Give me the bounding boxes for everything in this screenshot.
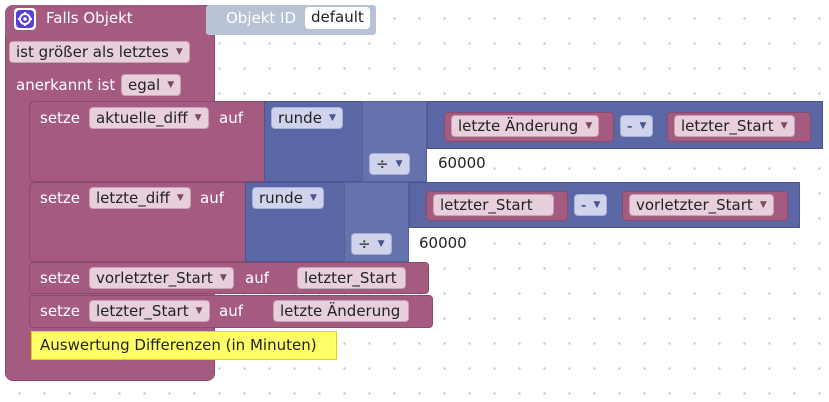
trigger-header (5, 5, 210, 35)
variable-name: aktuelle_diff (96, 109, 188, 127)
chevron-down-icon: ▼ (176, 193, 184, 203)
chevron-down-icon: ▼ (219, 273, 227, 283)
ack-value: egal (128, 76, 161, 94)
variable-dropdown[interactable]: letzter_Start ▼ (89, 300, 210, 322)
divide-op-dropdown[interactable]: ÷▼ (351, 233, 392, 255)
left-operand-dropdown[interactable]: letzte Änderung ▼ (451, 115, 600, 137)
chevron-down-icon: ▼ (175, 47, 183, 57)
comment-block[interactable]: Auswertung Differenzen (in Minuten) (31, 331, 337, 360)
right-operand: vorletzter_Start (636, 196, 753, 214)
divide-op-dropdown[interactable]: ÷▼ (369, 153, 410, 175)
left-operand: letzte Änderung (458, 117, 579, 135)
gear-icon[interactable] (14, 8, 36, 30)
variable-name: letzte_diff (96, 189, 170, 207)
chevron-down-icon: ▼ (329, 113, 336, 123)
chevron-down-icon: ▼ (310, 193, 317, 203)
round-fn: runde (259, 189, 303, 207)
chevron-down-icon: ▼ (780, 121, 788, 131)
right-operand-dropdown[interactable]: vorletzter_Start ▼ (629, 194, 774, 216)
minus-op: - (581, 196, 587, 214)
ack-dropdown[interactable]: egal ▼ (121, 74, 182, 96)
value-name: letzter_Start (304, 269, 397, 287)
round-fn: runde (278, 109, 322, 127)
variable-name: vorletzter_Start (96, 269, 213, 287)
variable-dropdown[interactable]: aktuelle_diff ▼ (89, 107, 209, 129)
condition-value: ist größer als letztes (16, 43, 169, 61)
minus-op-dropdown[interactable]: -▼ (620, 115, 654, 137)
to-label: auf (219, 302, 243, 320)
right-operand: letzter_Start (681, 117, 774, 135)
round-dropdown[interactable]: runde ▼ (271, 107, 343, 129)
left-operand: letzter_Start (440, 196, 533, 214)
divide-op: ÷ (376, 155, 389, 173)
chevron-down-icon: ▼ (759, 200, 767, 210)
minus-op: - (627, 117, 633, 135)
variable-name: letzter_Start (96, 302, 189, 320)
condition-dropdown[interactable]: ist größer als letztes ▼ (9, 41, 190, 63)
ack-label: anerkannt ist (16, 76, 116, 94)
divisor-field[interactable]: 60000 (413, 233, 473, 255)
left-operand-dropdown[interactable]: letzter_Start (433, 194, 554, 216)
right-operand-dropdown[interactable]: letzter_Start ▼ (674, 115, 795, 137)
chevron-down-icon: ▼ (167, 80, 175, 90)
trigger-title: Falls Objekt (46, 9, 133, 27)
divide-op: ÷ (358, 235, 371, 253)
chevron-down-icon: ▼ (585, 121, 593, 131)
object-id-field[interactable]: default (305, 7, 370, 29)
chevron-down-icon: ▼ (194, 113, 202, 123)
minus-op-dropdown[interactable]: -▼ (574, 194, 608, 216)
chevron-down-icon: ▼ (195, 306, 203, 316)
chevron-down-icon: ▼ (395, 159, 403, 169)
value-name: letzte Änderung (280, 302, 401, 320)
to-label: auf (245, 269, 269, 287)
variable-dropdown[interactable]: letzte_diff ▼ (89, 187, 191, 209)
chevron-down-icon: ▼ (377, 239, 385, 249)
value-dropdown[interactable]: letzter_Start (297, 267, 406, 289)
chevron-down-icon: ▼ (593, 200, 601, 210)
divisor-field[interactable]: 60000 (432, 153, 492, 175)
round-dropdown[interactable]: runde ▼ (252, 187, 324, 209)
set-label: setze (40, 302, 81, 320)
to-label: auf (219, 109, 243, 127)
set-label: setze (40, 189, 81, 207)
set-label: setze (40, 109, 81, 127)
object-id-label: Objekt ID (226, 9, 297, 27)
chevron-down-icon: ▼ (639, 121, 647, 131)
to-label: auf (200, 189, 224, 207)
value-dropdown[interactable]: letzte Änderung (273, 300, 410, 322)
set-label: setze (40, 269, 81, 287)
variable-dropdown[interactable]: vorletzter_Start ▼ (89, 267, 234, 289)
